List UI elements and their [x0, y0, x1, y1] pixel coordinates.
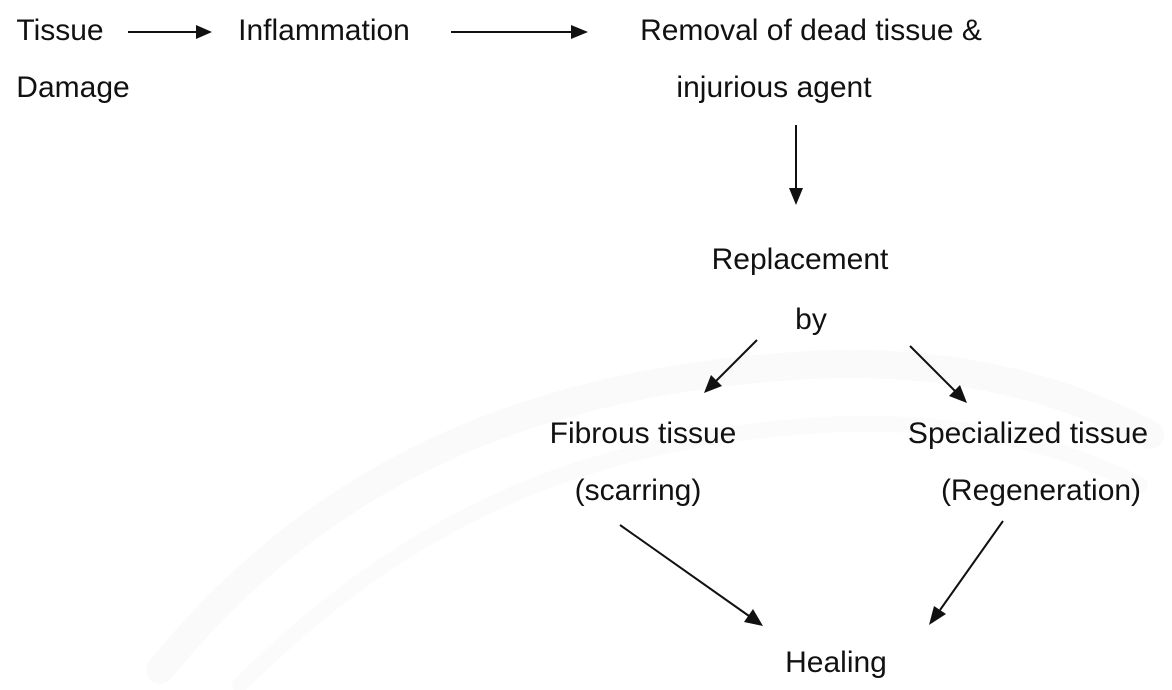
- healing-label: Healing: [785, 646, 887, 679]
- fibrous-tissue-label: Fibrous tissue: [549, 417, 737, 450]
- regeneration-label: (Regeneration): [940, 474, 1142, 507]
- specialized-tissue-label: Specialized tissue: [907, 417, 1149, 450]
- removal-label-line1: Removal of dead tissue &: [640, 14, 982, 47]
- arrow-fibrous-to-healing: [619, 524, 763, 626]
- arrow-removal-to-replacement: [789, 125, 803, 205]
- arrow-inflammation-to-removal: [451, 25, 588, 39]
- arrow-tissue-to-inflammation: [128, 25, 212, 39]
- inflammation-label: Inflammation: [238, 14, 410, 47]
- replacement-label: Replacement: [711, 243, 889, 276]
- arrow-replacement-to-specialized: [909, 345, 967, 403]
- arrow-replacement-to-fibrous: [704, 339, 758, 393]
- arrow-specialized-to-healing: [929, 520, 1004, 625]
- replacement-by-label: by: [795, 303, 827, 336]
- removal-label-line2: injurious agent: [676, 71, 872, 104]
- tissue-damage-label-line2: Damage: [16, 71, 130, 104]
- scarring-label: (scarring): [574, 474, 702, 507]
- tissue-damage-label-line1: Tissue: [16, 14, 104, 47]
